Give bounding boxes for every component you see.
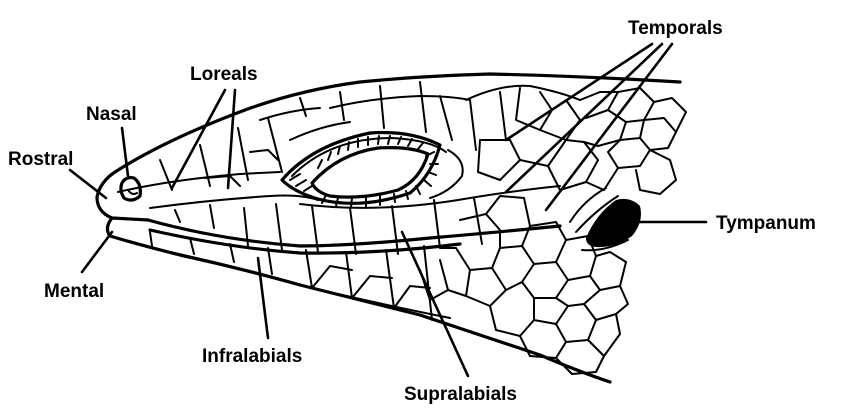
tympanum-opening [570, 188, 641, 250]
leader-temporals-2 [506, 44, 662, 192]
label-supralabials: Supralabials [404, 384, 517, 405]
leader-loreals-2 [228, 90, 235, 188]
leader-temporals-3 [546, 44, 672, 210]
labels: Rostral Nasal Loreals Mental Infralabial… [8, 18, 816, 405]
leader-infralabials [258, 258, 268, 338]
label-mental: Mental [44, 281, 104, 302]
label-infralabials: Infralabials [202, 346, 302, 367]
label-loreals: Loreals [190, 64, 258, 85]
label-rostral: Rostral [8, 149, 73, 170]
label-tympanum: Tympanum [716, 213, 816, 234]
leader-mental [82, 232, 112, 272]
leader-temporals-1 [506, 44, 652, 140]
eye [282, 133, 463, 208]
label-nasal: Nasal [86, 104, 137, 125]
label-temporals: Temporals [628, 18, 723, 39]
leader-loreals-1 [172, 90, 225, 188]
leader-supralabials [402, 232, 468, 376]
